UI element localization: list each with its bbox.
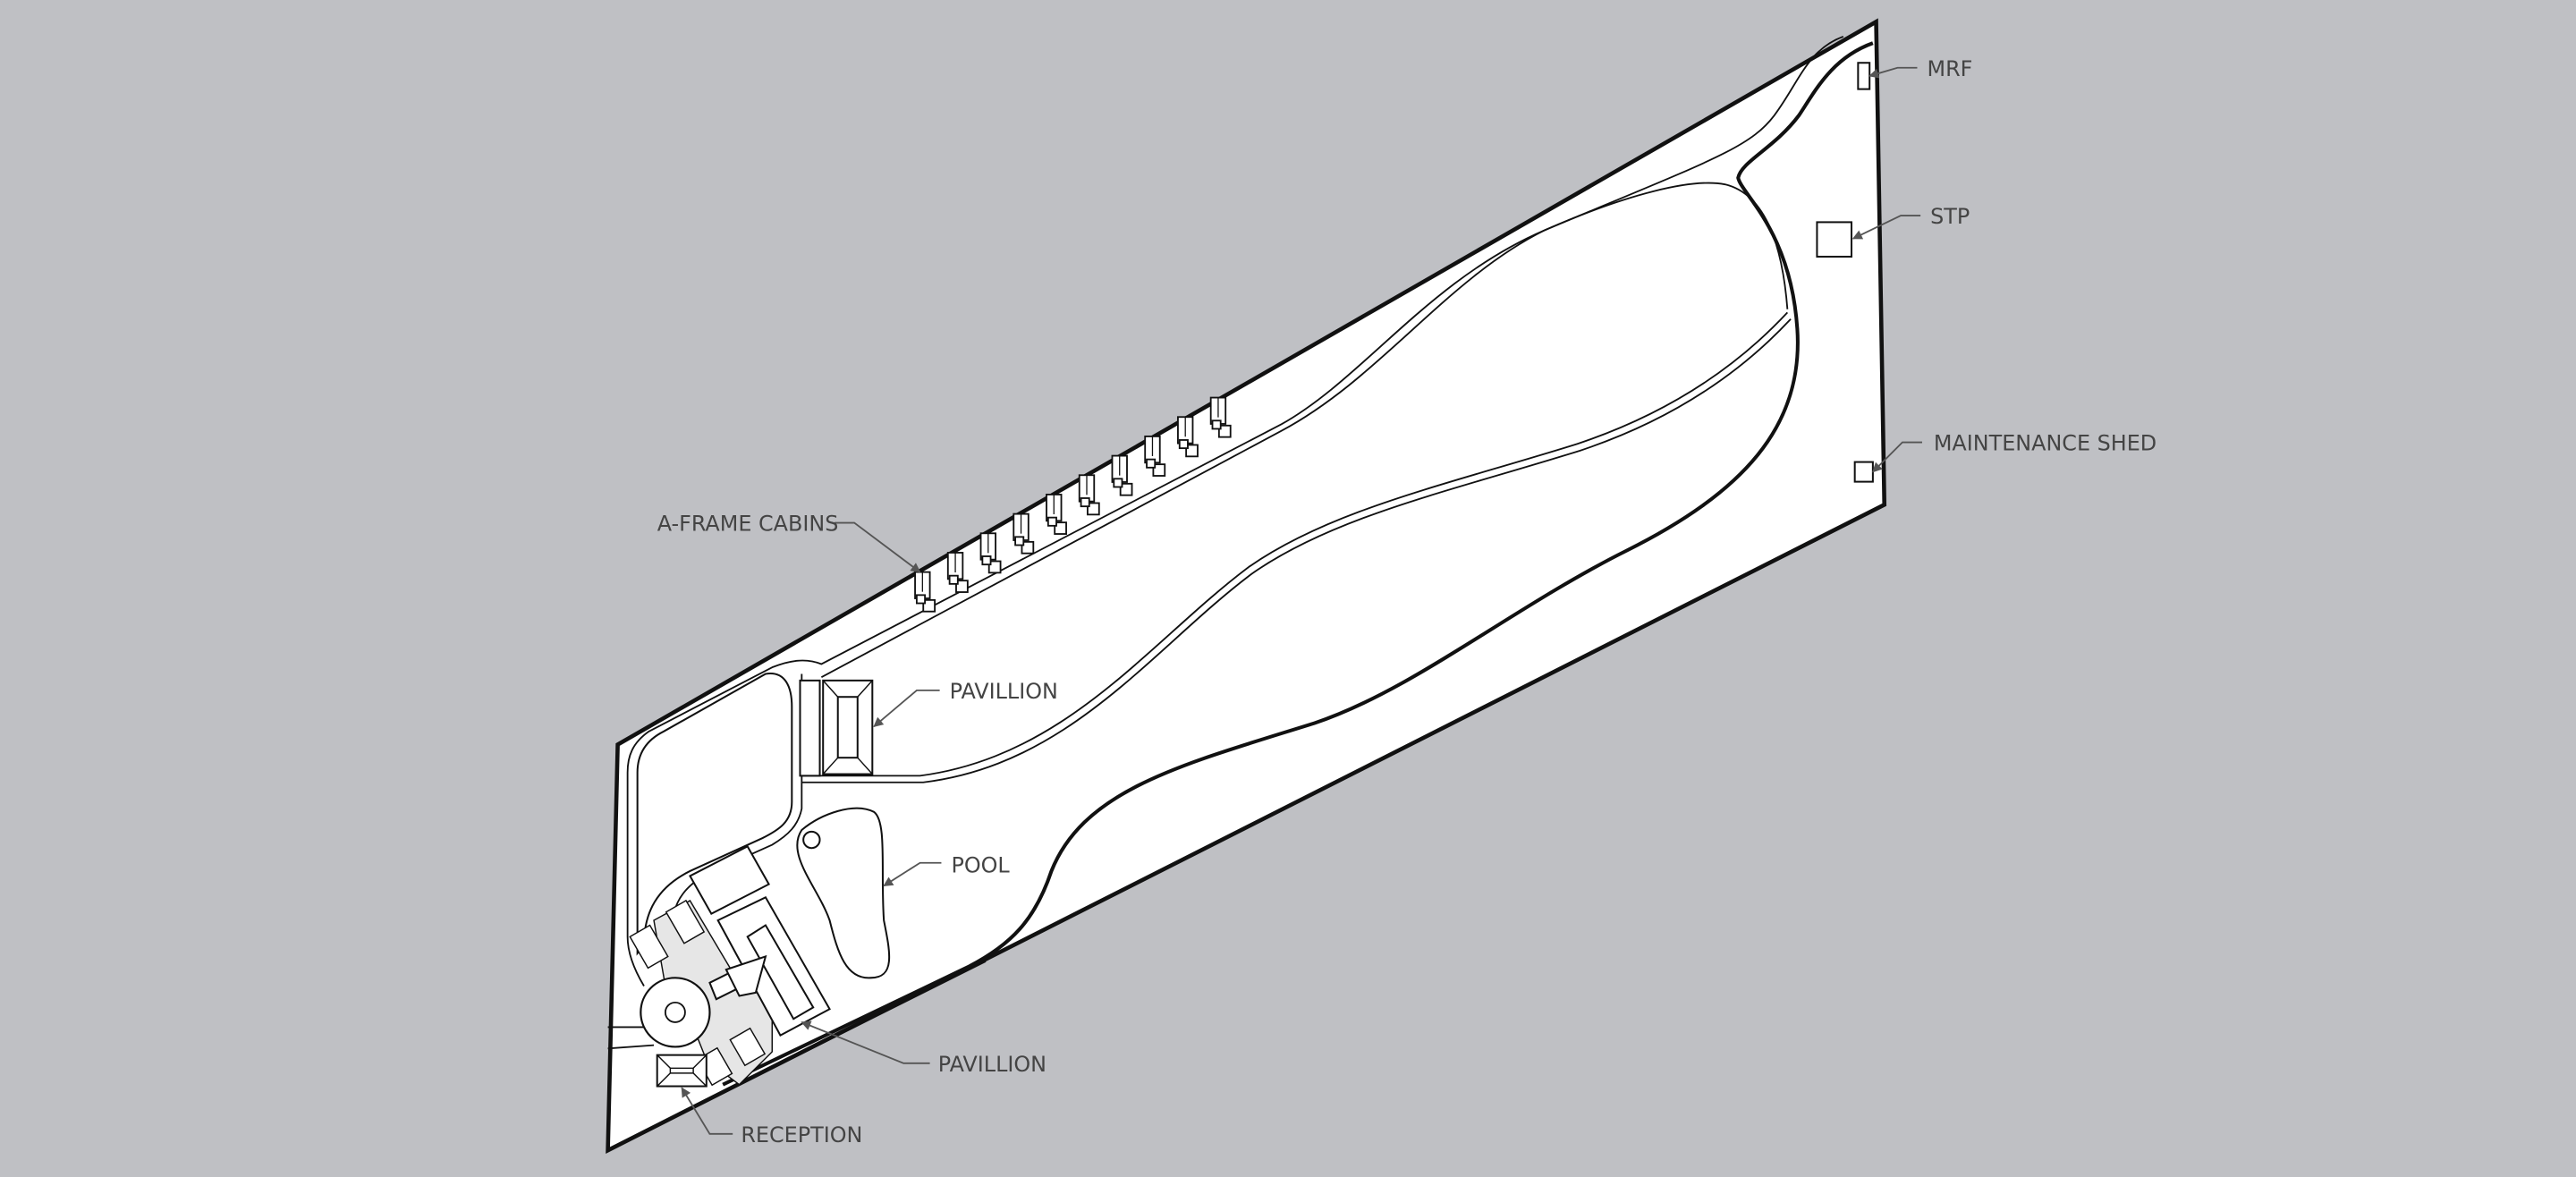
pavillion-upper-building xyxy=(799,679,874,777)
pavillion-upper-label: PAVILLION xyxy=(950,679,1058,704)
reception-building xyxy=(656,1054,708,1088)
pavillion-lower-label: PAVILLION xyxy=(938,1052,1046,1077)
a-frame-cabins-leader xyxy=(835,521,921,573)
a-frame-cabins-label: A-FRAME CABINS xyxy=(657,512,839,537)
mrf-building xyxy=(1857,62,1871,90)
stp-label: STP xyxy=(1930,204,1970,229)
stp-building xyxy=(1816,221,1853,258)
pool-label: POOL xyxy=(951,853,1010,878)
inner-loop-road xyxy=(801,311,1789,777)
pool-building xyxy=(796,807,891,979)
lower-road xyxy=(607,961,987,1086)
pool-leader xyxy=(883,861,942,887)
mrf-leader xyxy=(1868,66,1918,79)
a-frame-cabin xyxy=(1144,435,1166,477)
roundabout-center xyxy=(664,1001,686,1023)
inner-loop-road-edge xyxy=(801,318,1792,783)
pavillion-upper-leader xyxy=(873,689,940,727)
stp-leader xyxy=(1852,215,1921,240)
reception-label: RECEPTION xyxy=(741,1122,862,1147)
pavillion-lower-building xyxy=(689,845,831,1037)
a-frame-cabin xyxy=(1013,512,1035,555)
maintenance-shed-label: MAINTENANCE SHED xyxy=(1934,431,2157,456)
a-frame-cabin xyxy=(1111,454,1133,496)
maintenance-shed-leader xyxy=(1872,441,1922,473)
a-frame-cabin xyxy=(979,532,1002,574)
a-frame-cabin xyxy=(914,571,936,613)
parking-loop xyxy=(636,673,793,956)
a-frame-cabin xyxy=(946,552,969,593)
pavillion-lower-leader xyxy=(801,1020,930,1064)
perimeter-road-outer xyxy=(722,41,1874,1087)
site-boundary xyxy=(606,18,1887,1154)
a-frame-cabin xyxy=(1177,416,1199,458)
mrf-label: MRF xyxy=(1927,56,1972,81)
perimeter-road-inner xyxy=(626,35,1844,986)
a-frame-cabin xyxy=(1209,396,1232,438)
central-green xyxy=(820,182,1789,678)
a-frame-cabin xyxy=(1046,494,1067,535)
maintenance-shed-building xyxy=(1853,461,1874,483)
a-frame-cabin xyxy=(1078,474,1100,516)
reception-leader xyxy=(681,1087,733,1135)
a-frame-cabins xyxy=(914,396,1232,613)
